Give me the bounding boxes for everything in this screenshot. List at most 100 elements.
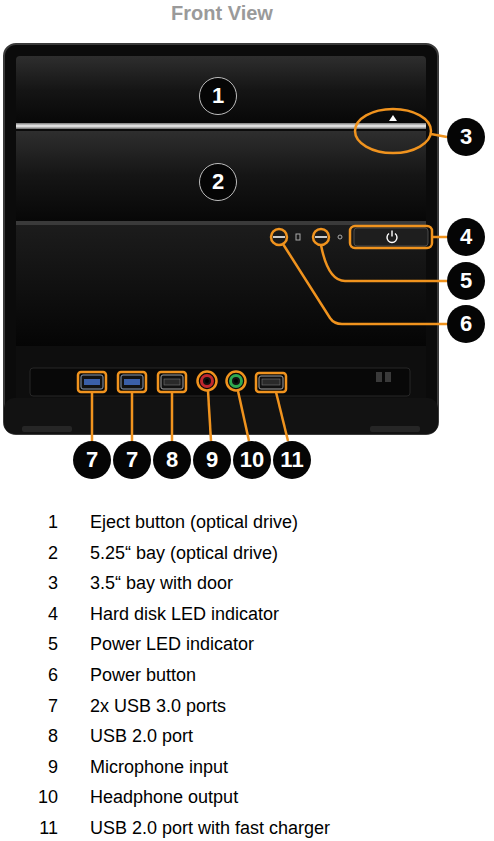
- leader-line: [131, 392, 134, 441]
- optical-bay-door: [16, 56, 426, 124]
- jack-hole: [234, 379, 238, 383]
- callout-circle: 1: [199, 77, 237, 115]
- usb2-charger-port: [259, 376, 283, 389]
- callout-number: 11: [280, 448, 303, 472]
- case-foot: [370, 426, 420, 432]
- usb3-tongue: [124, 379, 140, 385]
- list-number: 10: [38, 786, 58, 808]
- highlight-ellipse: [355, 109, 431, 153]
- callout-number: 4: [460, 225, 472, 249]
- view-title: Front View: [171, 1, 273, 25]
- callout-circle: 11: [273, 441, 311, 479]
- callout-circle: 2: [199, 163, 237, 201]
- callout-number: 1: [212, 84, 224, 108]
- hdd-icon: [296, 234, 300, 240]
- part-description: USB 2.0 port with fast charger: [90, 817, 330, 839]
- callout-circle: 7: [73, 441, 111, 479]
- list-number: 2: [48, 542, 58, 564]
- list-number: 6: [48, 664, 58, 686]
- highlight-box: [158, 372, 186, 392]
- eject-symbol: [389, 115, 397, 121]
- side-detail: [376, 372, 382, 382]
- callout-number: 3: [460, 125, 472, 149]
- hdd-led: [273, 236, 285, 238]
- callout-circle: 7: [113, 441, 151, 479]
- panel-seam: [16, 221, 426, 225]
- callout-number: 7: [126, 448, 138, 472]
- leader-line: [431, 134, 447, 137]
- highlight-ring: [198, 372, 217, 391]
- callout-circle: 10: [233, 441, 271, 479]
- headphone-jack: [231, 376, 242, 387]
- highlight-box: [256, 373, 286, 392]
- list-number: 11: [39, 817, 58, 839]
- highlight-ring: [271, 229, 287, 245]
- power-symbol: [391, 231, 392, 237]
- part-description: Headphone output: [90, 786, 238, 808]
- leader-line: [276, 392, 288, 441]
- highlight-box: [350, 226, 432, 248]
- callout-circle: 3: [447, 118, 485, 156]
- part-description: 5.25“ bay (optical drive): [90, 542, 278, 564]
- part-description: 3.5“ bay with door: [90, 572, 233, 594]
- callout-number: 8: [166, 448, 178, 472]
- part-description: Eject button (optical drive): [90, 511, 298, 533]
- usb2-port: [161, 375, 183, 389]
- callout-circle: 4: [447, 218, 485, 256]
- callout-number: 5: [460, 269, 472, 293]
- highlight-box: [118, 372, 146, 392]
- jack-hole: [205, 379, 209, 383]
- highlight-box: [78, 372, 106, 392]
- leader-line: [432, 236, 447, 239]
- usb3-port: [121, 375, 143, 389]
- callout-highlights: [78, 109, 447, 441]
- callout-number: 6: [460, 312, 472, 336]
- case-foot: [22, 426, 72, 432]
- microphone-jack: [202, 376, 213, 387]
- callout-circle: 9: [193, 441, 231, 479]
- part-description: 2x USB 3.0 ports: [90, 695, 226, 717]
- callout-number: 2: [212, 170, 224, 194]
- part-description: Hard disk LED indicator: [90, 603, 279, 625]
- power-led: [315, 236, 327, 238]
- silver-strip: [16, 123, 426, 129]
- callout-circle: 6: [447, 305, 485, 343]
- leader-line: [238, 391, 249, 441]
- list-number: 7: [48, 695, 58, 717]
- callout-circle: 5: [447, 262, 485, 300]
- leader-line: [171, 392, 174, 441]
- leader-line: [321, 245, 447, 281]
- callout-number: 9: [206, 448, 218, 472]
- usb2-tongue: [164, 379, 180, 385]
- list-number: 8: [48, 725, 58, 747]
- port-recess: [30, 368, 410, 396]
- list-number: 4: [48, 603, 58, 625]
- usb3-tongue: [84, 379, 100, 385]
- leader-line: [208, 391, 211, 441]
- usb3-port: [81, 375, 103, 389]
- part-description: Power button: [90, 664, 196, 686]
- side-detail: [385, 372, 391, 382]
- part-description: Power LED indicator: [90, 633, 254, 655]
- list-number: 1: [48, 511, 58, 533]
- part-description: USB 2.0 port: [90, 725, 193, 747]
- list-number: 9: [48, 756, 58, 778]
- highlight-ring: [313, 229, 329, 245]
- callout-circle: 8: [153, 441, 191, 479]
- highlight-ring: [227, 372, 246, 391]
- case-base: [4, 398, 438, 434]
- case-housing: [4, 44, 438, 434]
- list-number: 5: [48, 633, 58, 655]
- callout-number: 7: [86, 448, 98, 472]
- leader-line: [283, 244, 447, 324]
- list-number: 3: [48, 572, 58, 594]
- usb2-tongue: [262, 379, 280, 385]
- power-button-shape: [354, 228, 428, 246]
- callout-number: 10: [240, 448, 264, 472]
- leader-line: [91, 392, 94, 441]
- part-description: Microphone input: [90, 756, 228, 778]
